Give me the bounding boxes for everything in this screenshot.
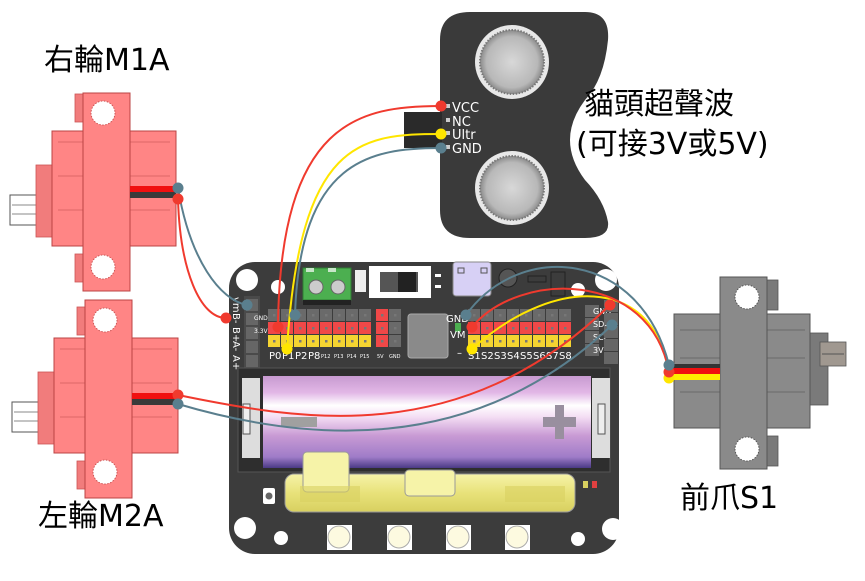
wire-endpoint	[281, 343, 293, 355]
servo-pin-label-s5: S5	[520, 351, 533, 362]
io-header	[268, 309, 401, 347]
wire-endpoint	[663, 359, 675, 371]
terminal-block	[302, 267, 352, 305]
wire-m1-gray	[177, 187, 248, 306]
io-pin-label-p14: P14	[347, 354, 356, 360]
wire-endpoint	[466, 343, 478, 355]
io-pin-label-gnd: GND	[389, 354, 401, 360]
wire-endpoint	[604, 299, 616, 311]
motor-header-label-a-minus: A-	[230, 341, 241, 352]
ultrasonic-sensor: VCC NC Ultr GND	[404, 12, 609, 238]
wire-endpoint	[289, 309, 301, 321]
main-chip	[407, 313, 449, 359]
wire-m2-red	[177, 304, 611, 417]
motor-header-label-vm: vm	[230, 297, 241, 313]
wire-endpoints	[172, 100, 675, 410]
motor-header-label-b-minus: B-	[230, 313, 241, 324]
controller-board: vm B- B+ A- A+ GND 3.3V P0 P1 P2 P8 P12 …	[229, 261, 631, 554]
wire-endpoint	[272, 321, 284, 333]
wire-endpoint	[435, 100, 447, 112]
right-header-label-b-minus: B-	[620, 350, 631, 361]
wire-endpoint	[220, 312, 232, 324]
svg-text:–: –	[457, 348, 462, 359]
board-buttons	[327, 525, 530, 550]
sensor-pin-vcc: VCC	[452, 101, 479, 116]
power-row-label-gnd: GND	[254, 315, 268, 322]
battery-holder	[237, 367, 611, 473]
sensor-pin-gnd: GND	[452, 142, 482, 157]
servo-pin-label-s2: S2	[481, 351, 494, 362]
label-sensor-title: 貓頭超聲波	[584, 87, 734, 122]
io-pin-label-p0: P0	[269, 351, 281, 362]
wire-endpoint	[435, 128, 447, 140]
label-right-motor: 右輪M1A	[44, 43, 170, 78]
right-motor-m1a	[9, 92, 177, 292]
left-motor-m2a	[11, 299, 179, 499]
right-header-label-a-plus: A+	[620, 304, 631, 319]
io-pin-label-p1: P1	[282, 351, 294, 362]
io-pin-label-p12: P12	[321, 354, 330, 360]
servo-pin-label-s8: S8	[559, 351, 572, 362]
wire-m2-gray	[177, 324, 613, 432]
sensor-pin-ultr: Ultr	[452, 128, 476, 143]
wire-endpoint	[241, 299, 253, 311]
servo-s1	[670, 276, 847, 470]
wire-endpoint	[172, 193, 184, 205]
wires	[177, 105, 670, 432]
power-row-label-3v3: 3.3V	[254, 328, 269, 335]
servo-pin-label-s7: S7	[546, 351, 559, 362]
servo-pin-label-s4: S4	[507, 351, 520, 362]
right-header-label-a-minus: A-	[620, 322, 631, 333]
power-switch	[369, 266, 431, 298]
servo-row-label-vm: VM	[450, 330, 465, 341]
wire-m1-red	[177, 198, 227, 319]
i2c-label-sda: SDA	[593, 320, 610, 329]
servo-row-label-gnd: GND	[446, 314, 469, 325]
wire-sensor-ultr	[286, 133, 442, 350]
wire-sensor-vcc	[277, 105, 442, 328]
io-pin-label-p8: P8	[308, 351, 320, 362]
wire-endpoint	[460, 309, 472, 321]
wire-endpoint	[466, 321, 478, 333]
right-header-label-vm: vm	[620, 289, 631, 305]
i2c-label-3v: 3V	[593, 346, 604, 355]
wire-servo-red	[471, 287, 670, 373]
wire-sensor-gnd	[294, 147, 442, 316]
wire-endpoint	[606, 319, 618, 331]
servo-pin-label-s6: S6	[533, 351, 546, 362]
motor-header-label-b-plus: B+	[230, 327, 241, 342]
usb-port	[452, 261, 492, 297]
label-sensor-note: (可接3V或5V)	[576, 127, 769, 162]
wire-endpoint	[172, 389, 184, 401]
io-pin-label-5v: 5V	[377, 354, 384, 360]
i2c-label-scl: SCL	[593, 333, 609, 342]
label-servo: 前爪S1	[680, 481, 779, 516]
right-header-label-b-plus: B+	[620, 332, 631, 347]
motor-header-label-a-plus: A+	[230, 355, 241, 370]
label-left-motor: 左輪M2A	[38, 499, 164, 534]
servo-pin-label-s1: S1	[468, 351, 481, 362]
io-pin-label-p2: P2	[295, 351, 307, 362]
wire-servo-gray	[465, 265, 670, 366]
microbit-connector	[284, 451, 576, 513]
sensor-pin-nc: NC	[452, 115, 471, 130]
wire-endpoint	[435, 142, 447, 154]
wire-endpoint	[172, 398, 184, 410]
wire-endpoint	[172, 182, 184, 194]
io-pin-label-p13: P13	[334, 354, 343, 360]
io-pin-label-p15: P15	[360, 354, 369, 360]
servo-pin-label-s3: S3	[494, 351, 507, 362]
